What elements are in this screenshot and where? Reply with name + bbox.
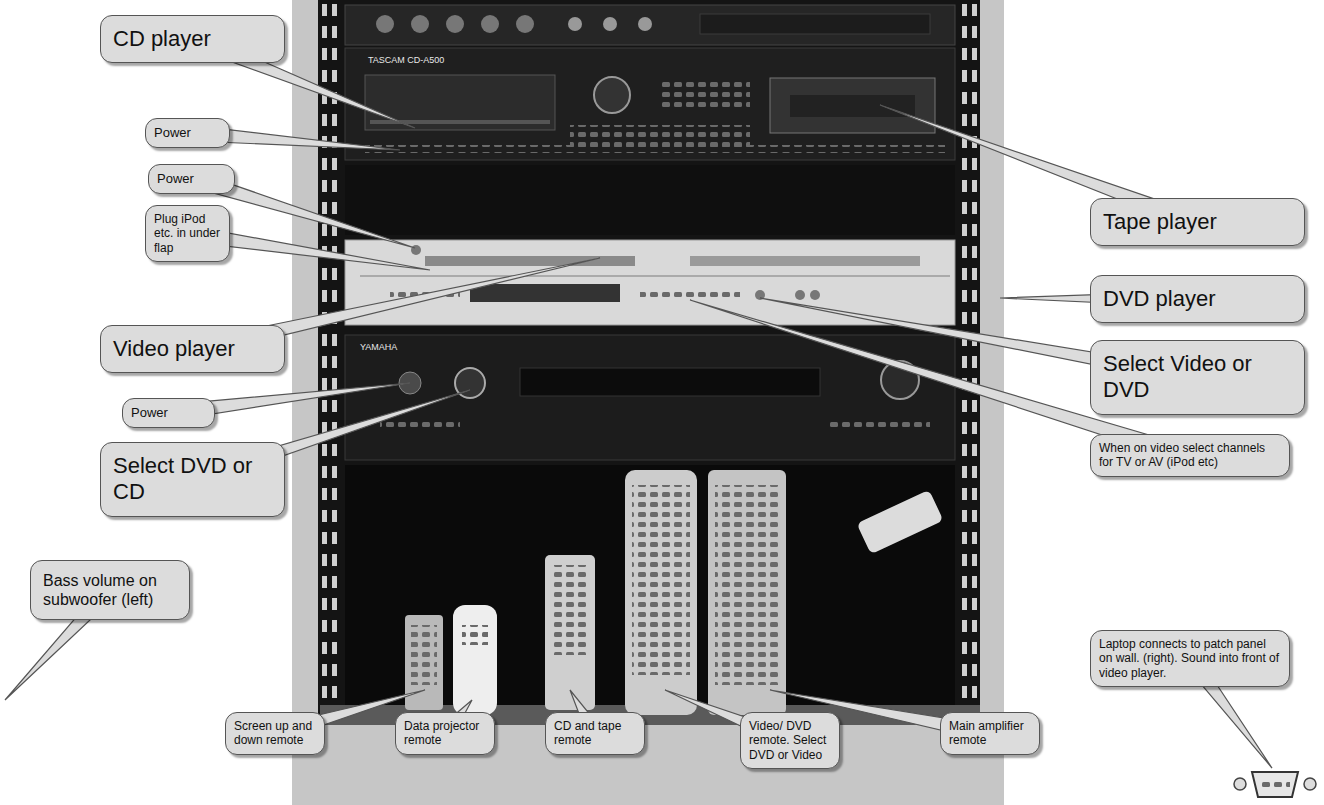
callout-box: Data projector remote: [395, 712, 495, 755]
callout-text: DVD player: [1103, 286, 1292, 312]
device-brand: TASCAM CD-A500: [368, 55, 444, 65]
rack-rail: [322, 0, 342, 720]
callout-text: Bass volume on subwoofer (left): [43, 571, 177, 609]
cd-tape-deck: [345, 48, 955, 160]
callout-box: Power: [145, 118, 230, 148]
callout-text: Screen up and down remote: [234, 719, 316, 748]
callout-box: Video/ DVD remote. Select DVD or Video: [740, 712, 840, 769]
callout-box: Video player: [100, 325, 285, 373]
callout-text: Power: [154, 125, 221, 141]
callout-box: CD and tape remote: [545, 712, 645, 755]
callout-text: Select Video or DVD: [1103, 351, 1292, 404]
callout-box: DVD player: [1090, 275, 1305, 323]
shelf-space: [345, 465, 955, 710]
device-brand: YAMAHA: [360, 342, 397, 352]
mixer-unit: [345, 5, 955, 45]
callout-box: Power: [148, 164, 235, 194]
callout-text: Video/ DVD remote. Select DVD or Video: [749, 719, 831, 762]
rack-gap: [345, 165, 955, 235]
remote-controls: [405, 470, 943, 715]
callout-box: CD player: [100, 15, 285, 63]
dvd-vcr-unit: [345, 240, 955, 325]
callout-box: Main amplifier remote: [940, 712, 1040, 755]
callout-box: Power: [122, 398, 215, 428]
callout-text: Power: [157, 171, 226, 187]
callout-text: Video player: [113, 336, 272, 362]
callout-text: Laptop connects to patch panel on wall. …: [1099, 637, 1281, 680]
callout-box: Select DVD or CD: [100, 442, 285, 517]
vga-connector-icon: [1234, 772, 1316, 797]
callout-text: Plug iPod etc. in under flap: [154, 212, 221, 255]
callout-text: Select DVD or CD: [113, 453, 272, 506]
callout-text: Main amplifier remote: [949, 719, 1031, 748]
callout-text: When on video select channels for TV or …: [1099, 441, 1281, 470]
callout-box: Tape player: [1090, 198, 1305, 246]
callout-text: Data projector remote: [404, 719, 486, 748]
callout-box: When on video select channels for TV or …: [1090, 434, 1290, 477]
callout-text: Power: [131, 405, 206, 421]
rack-rail: [957, 0, 977, 720]
callout-box: Select Video or DVD: [1090, 340, 1305, 415]
callout-box: Bass volume on subwoofer (left): [30, 560, 190, 620]
callout-box: Screen up and down remote: [225, 712, 325, 755]
callout-text: Tape player: [1103, 209, 1292, 235]
callout-text: CD player: [113, 26, 272, 52]
callout-box: Plug iPod etc. in under flap: [145, 205, 230, 262]
callout-box: Laptop connects to patch panel on wall. …: [1090, 630, 1290, 687]
callout-text: CD and tape remote: [554, 719, 636, 748]
